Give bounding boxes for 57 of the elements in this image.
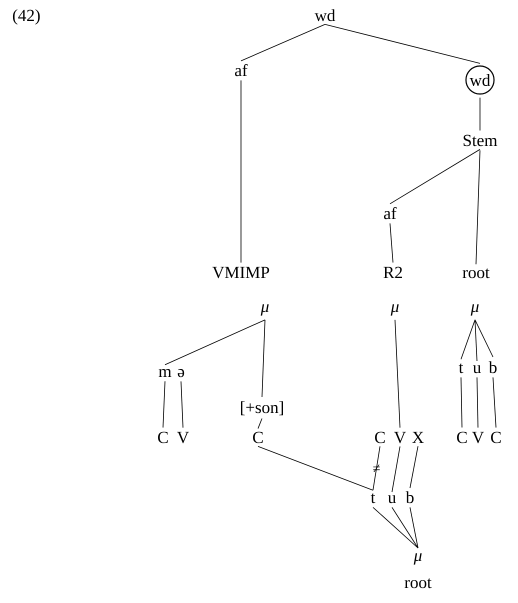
association-line [476,376,478,428]
tree-node-label: af [384,207,397,220]
association-line [476,150,480,265]
tree-node-label: Stem [464,134,498,146]
tree-node-label: af [235,64,248,76]
association-line [180,380,184,428]
association-line [392,506,418,548]
tree-node-label: R2 [384,266,402,278]
segment-label: V [394,432,406,444]
segment-label: u [472,365,481,374]
segment-label: C [158,432,168,444]
association-line [474,319,478,362]
segment-label: X [412,432,424,443]
tree-node-label: wd [314,9,336,22]
association-line [240,24,326,62]
association-line [410,446,418,488]
segment-label: b [488,361,497,374]
association-line [164,319,266,366]
segment-label: C [253,432,263,444]
segment-label: m [158,369,172,377]
segment-label: u [388,495,396,504]
segment-label: V [177,432,189,444]
tree-node-label: root [462,268,490,278]
tree-node-label: [+son] [241,401,283,416]
segment-label: b [406,491,414,504]
association-line [390,222,394,263]
association-line [390,148,480,204]
tree-node-label: root [404,578,432,588]
association-line [474,319,494,358]
association-line [258,446,374,491]
segment-label: ə [178,369,184,378]
symbol-label: μ [390,304,399,316]
segment-label: C [457,432,467,444]
association-line [240,80,242,264]
example-number: (42) [12,9,40,25]
segment-label: C [491,432,501,444]
symbol-label: μ [470,304,479,316]
association-line [162,380,166,428]
association-line [324,24,480,64]
association-line [492,376,496,428]
association-line [372,506,418,548]
association-line [394,319,400,428]
association-line [392,446,400,492]
segment-label: t [458,363,464,374]
segment-label: t [370,493,376,504]
tree-node-label: VMIMP [212,266,270,278]
association-line [460,319,476,360]
association-line [372,446,380,491]
circled-word-node: wd [465,65,495,95]
segment-label: C [375,432,385,444]
association-line [262,319,266,398]
symbol-label: μ [260,304,269,316]
association-line [410,506,418,548]
association-line [460,376,462,428]
symbol-label: μ [414,553,422,565]
association-line [258,418,262,429]
segment-label: V [472,432,484,444]
